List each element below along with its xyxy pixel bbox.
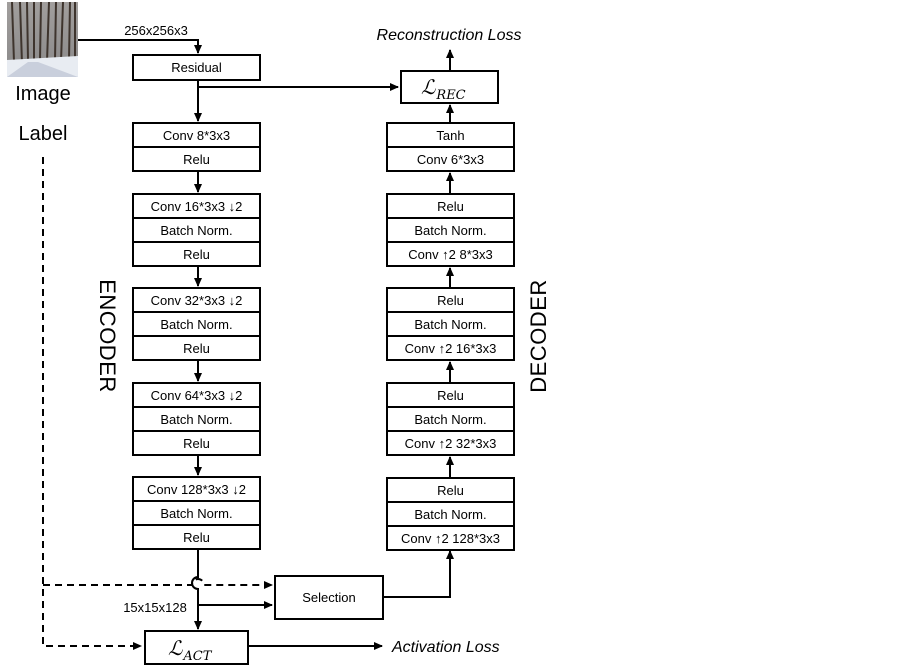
l-act-symbol: ℒACT (168, 636, 213, 664)
label-label: Label (19, 123, 68, 145)
l-rec-symbol: ℒREC (421, 75, 466, 103)
encoder-block-4: Conv 64*3x3 ↓2 Batch Norm. Relu (132, 382, 261, 456)
dec-d-row1: Relu (437, 483, 464, 498)
decoder-block-out: Tanh Conv 6*3x3 (386, 122, 515, 172)
reconstruction-loss-block (400, 70, 499, 104)
encoder-block-2: Conv 16*3x3 ↓2 Batch Norm. Relu (132, 193, 261, 267)
dec-d-row2: Batch Norm. (414, 507, 486, 522)
l-act-subscript: ACT (182, 649, 212, 664)
input-size-label: 256x256x3 (124, 23, 188, 38)
dec-d-row3: Conv ↑2 128*3x3 (401, 531, 500, 546)
l-rec-subscript: REC (435, 88, 465, 103)
enc-b4-row1: Conv 64*3x3 ↓2 (151, 388, 243, 403)
enc-b1-row1: Conv 8*3x3 (163, 128, 230, 143)
encoder-title: ENCODER (95, 279, 120, 393)
input-image-thumbnail (7, 1, 78, 77)
dec-b-row2: Batch Norm. (414, 317, 486, 332)
decoder-title: DECODER (526, 279, 551, 393)
decoder-block-d: Relu Batch Norm. Conv ↑2 128*3x3 (386, 477, 515, 551)
encoder-output-size: 15x15x128 (123, 600, 187, 615)
l-act-script: ℒ (168, 636, 183, 660)
enc-b4-row2: Batch Norm. (160, 412, 232, 427)
enc-b3-row2: Batch Norm. (160, 317, 232, 332)
l-rec-script: ℒ (421, 75, 436, 99)
dec-out-row1: Tanh (436, 128, 464, 143)
decoder-block-b: Relu Batch Norm. Conv ↑2 16*3x3 (386, 287, 515, 361)
dec-c-row3: Conv ↑2 32*3x3 (405, 436, 497, 451)
enc-b3-row3: Relu (183, 341, 210, 356)
dec-c-row1: Relu (437, 388, 464, 403)
image-label: Image (15, 83, 71, 105)
dec-b-row3: Conv ↑2 16*3x3 (405, 341, 497, 356)
residual-block (132, 54, 261, 81)
enc-b5-row2: Batch Norm. (160, 506, 232, 521)
residual-text: Residual (171, 60, 222, 75)
activation-loss-block (144, 630, 249, 665)
dec-a-row3: Conv ↑2 8*3x3 (408, 247, 493, 262)
selection-block (274, 575, 384, 620)
encoder-block-5: Conv 128*3x3 ↓2 Batch Norm. Relu (132, 476, 261, 550)
reconstruction-loss-label: Reconstruction Loss (377, 27, 522, 44)
enc-b1-row2: Relu (183, 152, 210, 167)
decoder-block-a: Relu Batch Norm. Conv ↑2 8*3x3 (386, 193, 515, 267)
selection-text: Selection (302, 590, 355, 605)
enc-b2-row1: Conv 16*3x3 ↓2 (151, 199, 243, 214)
activation-loss-label: Activation Loss (391, 639, 500, 656)
dec-b-row1: Relu (437, 293, 464, 308)
decoder-block-c: Relu Batch Norm. Conv ↑2 32*3x3 (386, 382, 515, 456)
encoder-block-1: Conv 8*3x3 Relu (132, 122, 261, 172)
enc-b2-row3: Relu (183, 247, 210, 262)
enc-b4-row3: Relu (183, 436, 210, 451)
enc-b5-row1: Conv 128*3x3 ↓2 (147, 482, 246, 497)
dec-a-row2: Batch Norm. (414, 223, 486, 238)
enc-b2-row2: Batch Norm. (160, 223, 232, 238)
enc-b5-row3: Relu (183, 530, 210, 545)
dec-out-row2: Conv 6*3x3 (417, 152, 484, 167)
dec-a-row1: Relu (437, 199, 464, 214)
encoder-block-3: Conv 32*3x3 ↓2 Batch Norm. Relu (132, 287, 261, 361)
dec-c-row2: Batch Norm. (414, 412, 486, 427)
enc-b3-row1: Conv 32*3x3 ↓2 (151, 293, 243, 308)
